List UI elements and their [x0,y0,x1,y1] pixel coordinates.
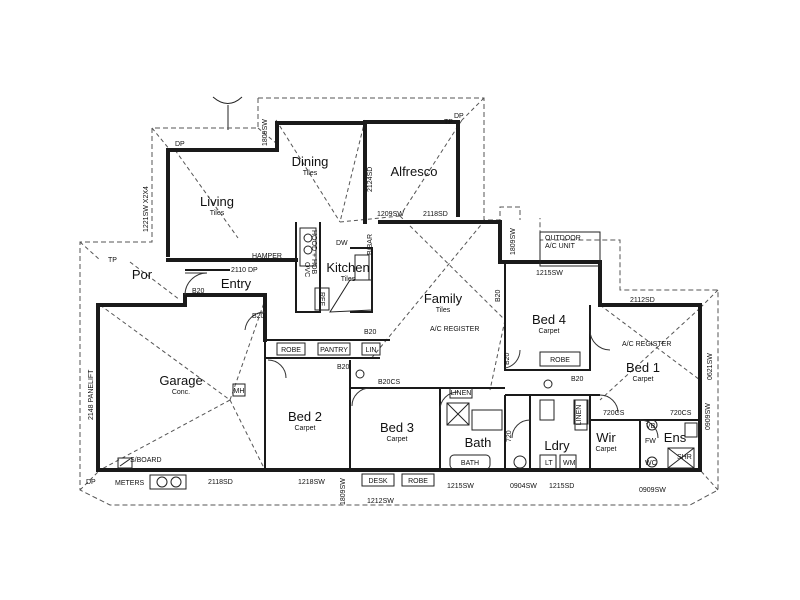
door-1215sd-label: 1215SD [549,483,574,490]
washing-machine-label: WM [563,460,576,467]
window-1212sw-label: 1212SW [367,498,394,505]
room-bed2-finish: Carpet [294,425,315,432]
window-1209sw-label: 1209SW [377,211,404,218]
room-labels: Dining Tiles Alfresco Living Tiles Kitch… [132,154,687,453]
pantry-label: PANTRY [320,347,348,354]
room-kitchen: Kitchen [326,260,369,275]
window-1218sw-label: 1218SW [298,479,325,486]
tap-top-right-label: TP [444,119,453,126]
window-0904sw-label: 0904SW [510,483,537,490]
opening-labels: DP TP DP 1809SW 2124SD 1209SW 2118SD 122… [88,113,714,505]
room-bed1: Bed 1 [626,360,660,375]
laundry-tub-label: LT [545,460,553,467]
room-bath: Bath [465,435,492,450]
room-dining: Dining [292,154,329,169]
roof-outline [79,97,719,506]
fixture-labels: ROBE PANTRY LIN ROBE DESK ROBE LINEN LIN… [86,230,692,487]
fridge-label: REF [318,292,325,306]
room-entry: Entry [221,276,252,291]
door-b20-bed4-side-label: B20 [504,352,511,365]
door-b20cs-label: B20CS [378,379,401,386]
breakfast-bar-label: B/BAR [367,234,374,255]
door-2118sd-label: 2118SD [423,211,448,218]
room-bed4: Bed 4 [532,312,566,327]
bath-tub-label: BATH [461,460,479,467]
door-b20-kitchen-label: B20 [364,329,377,336]
window-1215sw-bottom-label: 1215SW [447,483,474,490]
roof-hip-lines [99,119,701,471]
oven-label: OVC [303,262,310,277]
door-b20-family-label: B20 [495,289,502,302]
door-b20-entry-label: B20 [252,313,265,320]
room-porch: Por [132,267,153,282]
switchboard-label: S/BOARD [130,457,162,464]
dishwasher-label: DW [336,240,348,247]
window-0909sw-right-label: 0909SW [705,403,712,430]
window-0909sw-label: 0909SW [639,487,666,494]
garage-door-2148-label: 2148 PANELIFT [88,369,95,420]
tap-label: TP [108,257,117,264]
robe-bed2-label: ROBE [281,347,301,354]
door-2110dp-label: 2110 DP [231,267,258,274]
wc-label: WC [645,460,657,467]
doors [184,272,659,439]
downpipe-alfresco-label: DP [454,113,464,120]
window-0621sw-label: 0621SW [707,353,714,380]
room-wir-finish: Carpet [595,446,616,453]
window-1809sw-right-label: 1809SW [510,228,517,255]
door-b20-bed2-label: B20 [337,364,350,371]
room-garage: Garage [159,373,202,388]
window-1221sw-label: 1221SW X2X4 [143,186,150,232]
door-2124sd-label: 2124SD [367,167,374,192]
room-alfresco: Alfresco [391,164,438,179]
north-arrow-icon [212,96,243,130]
ac-register-bed1-label: A/C REGISTER [622,341,671,348]
room-living: Living [200,194,234,209]
hood-hob-label: HOOD + HOB [310,230,317,274]
window-1809sw-bottom-label: 1809SW [340,478,347,505]
room-dining-finish: Tiles [303,170,318,177]
room-laundry: Ldry [544,438,570,453]
desk-label: DESK [368,478,387,485]
fixtures [117,227,698,490]
downpipe-label: DP [86,479,96,486]
downpipe-top-left-label: DP [175,141,185,148]
door-2118sd-bottom-label: 2118SD [208,479,233,486]
room-bed1-finish: Carpet [632,376,653,383]
room-bed3-finish: Carpet [386,436,407,443]
door-720cs-wir-label: 720CS [603,410,625,417]
door-720-bath-label: 720 [506,430,513,442]
door-2112sd-label: 2112SD [630,297,655,304]
linen-bath-label: LINEN [451,390,472,397]
internal-walls [185,222,700,470]
door-720cs-ens-label: 720CS [670,410,692,417]
room-kitchen-finish: Tiles [341,276,356,283]
room-ensuite: Ens [664,430,687,445]
robe-bed4-label: ROBE [550,357,570,364]
room-living-finish: Tiles [210,210,225,217]
room-garage-finish: Conc. [172,389,190,396]
vanity-label: VB [646,423,656,430]
hamper-label: HAMPER [252,253,282,260]
room-family-finish: Tiles [436,307,451,314]
window-1215sw-label: 1215SW [536,270,563,277]
robe-bed3-label: ROBE [408,478,428,485]
room-bed4-finish: Carpet [538,328,559,335]
manhole-label: MH [234,388,245,395]
room-bed2: Bed 2 [288,409,322,424]
meters-label: METERS [115,480,145,487]
door-b20-bed1-label: B20 [571,376,584,383]
door-b20-porch-label: B20 [192,288,205,295]
linen-small-label: LIN [366,347,377,354]
linen-laundry-label: LINEN [576,405,583,426]
room-wir: Wir [596,430,616,445]
shower-label: SHR [677,454,692,461]
room-family: Family [424,291,463,306]
window-1809sw-label: 1809SW [262,119,269,146]
room-bed3: Bed 3 [380,420,414,435]
floor-waste-label: FW [645,438,656,445]
ac-register-family-label: A/C REGISTER [430,326,479,333]
